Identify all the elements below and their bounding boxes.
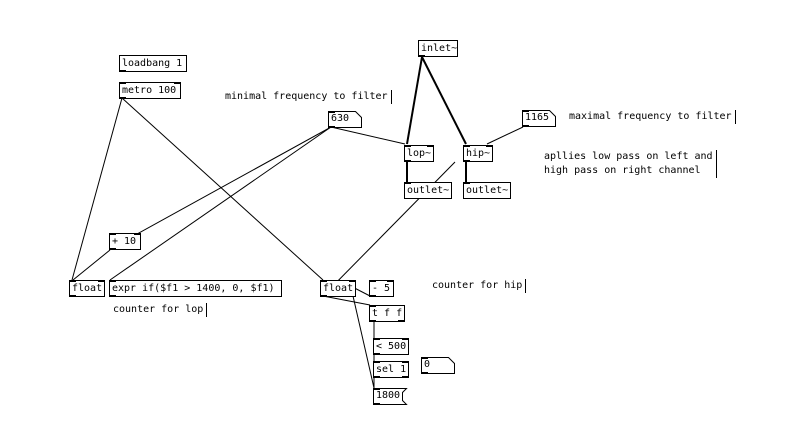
loadbang-object[interactable]: loadbang 1 — [119, 55, 187, 72]
number-box-1165[interactable]: 1165 — [522, 110, 556, 127]
sel-object[interactable]: sel 1 — [373, 361, 409, 378]
number-box-630[interactable]: 630 — [328, 111, 362, 128]
less-than-object[interactable]: < 500 — [373, 338, 409, 355]
object-label: - 5 — [372, 283, 391, 294]
connection — [352, 295, 375, 389]
comment-counter-lop: counter for lop — [113, 303, 208, 317]
number-box-frame — [328, 111, 362, 128]
message-box-1800[interactable]: 1800 — [373, 388, 408, 405]
lop-object[interactable]: lop~ — [404, 145, 434, 162]
object-label: < 500 — [376, 341, 407, 352]
object-label: float — [323, 283, 354, 294]
hip-object[interactable]: hip~ — [463, 145, 493, 162]
inlet-object[interactable]: inlet~ — [418, 40, 458, 57]
minus-object[interactable]: - 5 — [369, 280, 394, 297]
connection — [330, 126, 406, 145]
comment-maximal-frequency: maximal frequency to filter — [569, 110, 736, 124]
comment-minimal-frequency: minimal frequency to filter — [225, 90, 392, 104]
float-left-object[interactable]: float — [69, 280, 105, 297]
object-label: inlet~ — [421, 43, 458, 54]
number-box-value: 0 — [424, 359, 431, 370]
outlet-right-object[interactable]: outlet~ — [463, 182, 511, 199]
connection — [121, 97, 324, 281]
object-label: hip~ — [466, 148, 491, 159]
object-label: + 10 — [112, 236, 137, 247]
number-box-value: 630 — [331, 113, 350, 124]
trigger-object[interactable]: t f f — [369, 305, 405, 322]
connection — [72, 249, 111, 281]
connection — [109, 126, 332, 281]
comment-counter-hip: counter for hip — [432, 279, 527, 293]
audio-connection — [421, 56, 467, 145]
connection — [109, 126, 332, 250]
object-label: float — [72, 283, 103, 294]
number-box-0[interactable]: 0 — [421, 357, 455, 374]
object-label: metro 100 — [122, 85, 177, 96]
object-label: sel 1 — [376, 364, 407, 375]
object-label: outlet~ — [407, 185, 450, 196]
object-label: expr if($f1 > 1400, 0, $f1) — [112, 283, 275, 294]
audio-connection — [406, 56, 423, 145]
expr-object[interactable]: expr if($f1 > 1400, 0, $f1) — [109, 280, 282, 297]
connection — [486, 126, 524, 145]
outlet-left-object[interactable]: outlet~ — [404, 182, 452, 199]
comment-applies-filters: apllies low pass on left and high pass o… — [544, 150, 717, 178]
connection — [322, 295, 371, 306]
plus-object[interactable]: + 10 — [109, 233, 141, 250]
number-box-value: 1165 — [525, 112, 550, 123]
number-box-frame — [421, 357, 455, 374]
object-label: loadbang 1 — [122, 58, 183, 69]
object-label: t f f — [372, 308, 403, 319]
message-box-label: 1800 — [376, 390, 401, 401]
metro-object[interactable]: metro 100 — [119, 82, 181, 99]
connection — [71, 97, 123, 281]
message-box-frame — [373, 388, 408, 405]
float-right-object[interactable]: float — [320, 280, 356, 297]
object-label: outlet~ — [466, 185, 509, 196]
number-box-frame — [522, 110, 556, 127]
object-label: lop~ — [407, 148, 432, 159]
